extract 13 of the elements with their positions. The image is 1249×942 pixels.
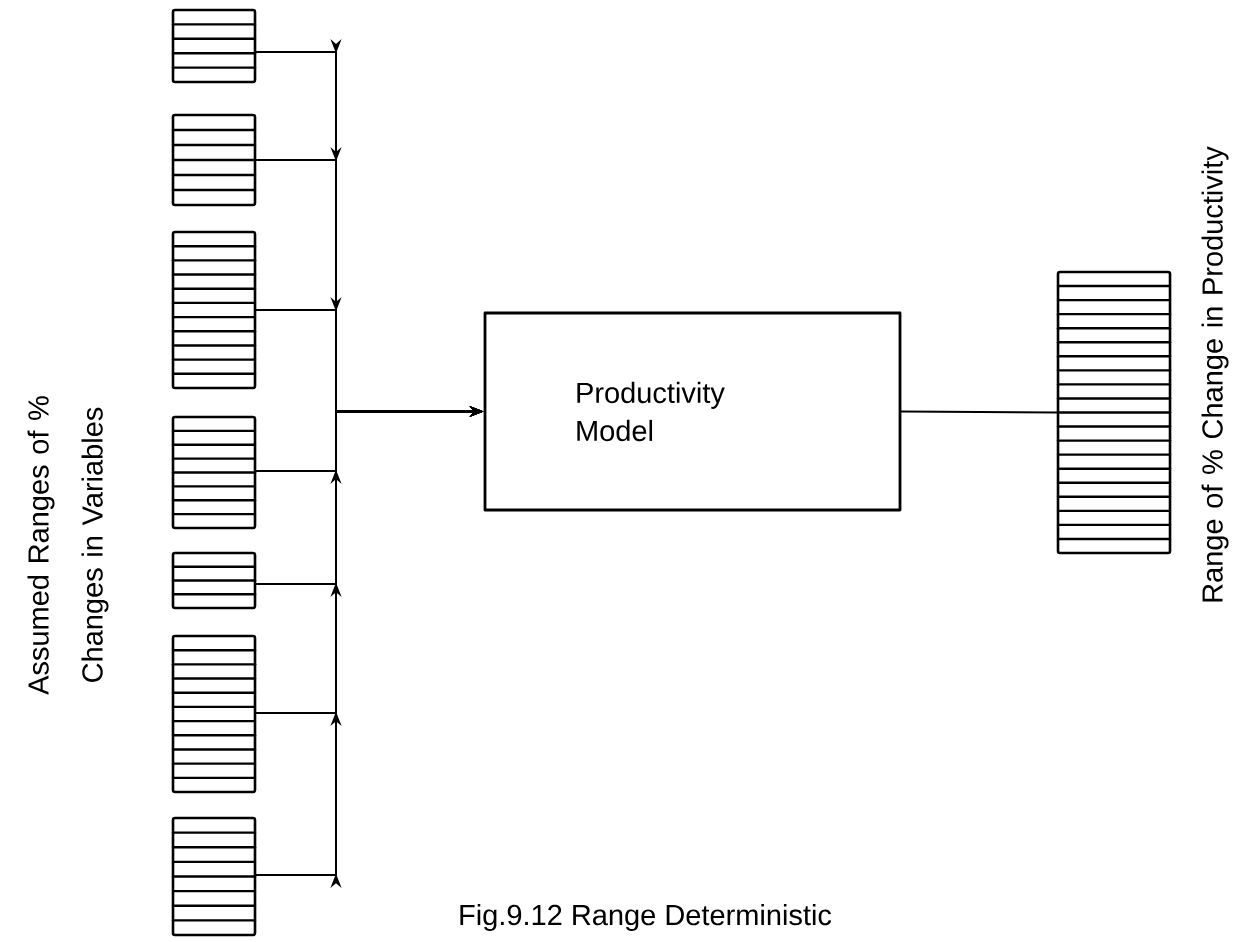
striped-bar: [171, 551, 257, 610]
striped-bar: [171, 816, 257, 937]
striped-bar: [171, 415, 257, 530]
side-label: Assumed Ranges of % Changes in Variables: [27, 396, 109, 695]
side-label: Range of % Change in Productivity: [1201, 146, 1229, 602]
striped-bar: [171, 634, 257, 794]
figure-caption: Fig.9.12 Range Deterministic: [460, 904, 832, 932]
striped-bar: [171, 230, 257, 390]
striped-bar: [171, 113, 257, 207]
process-box: Productivity Model: [483, 311, 902, 512]
connector-line: [900, 410, 1058, 414]
striped-bar: [1056, 270, 1172, 555]
striped-bar: [171, 8, 257, 84]
